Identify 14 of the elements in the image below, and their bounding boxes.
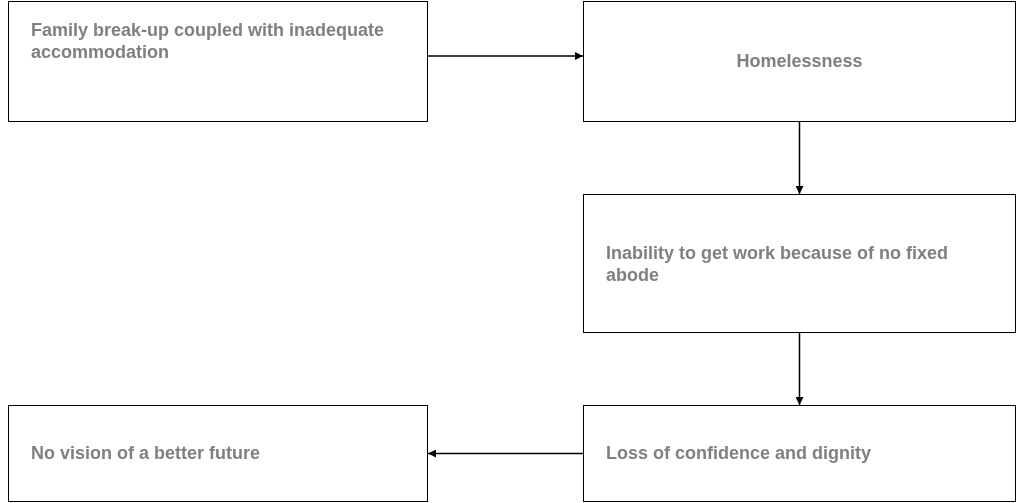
arrow bbox=[427, 52, 584, 60]
process-box bbox=[583, 194, 1016, 333]
process-box bbox=[8, 1, 428, 122]
process-box bbox=[583, 405, 1016, 502]
box-text: No vision of a better future bbox=[31, 442, 261, 465]
box-text: Family break-up coupled with inadequate accommodation bbox=[31, 20, 386, 64]
arrow bbox=[427, 449, 584, 458]
process-box bbox=[583, 1, 1016, 122]
process-box bbox=[8, 405, 428, 502]
arrow bbox=[795, 121, 804, 195]
arrow bbox=[795, 332, 804, 406]
box-text: Inability to get work because of no fixed abode bbox=[606, 243, 950, 287]
box-text: Loss of confidence and dignity bbox=[606, 442, 872, 465]
box-text: Homelessness bbox=[736, 50, 863, 73]
